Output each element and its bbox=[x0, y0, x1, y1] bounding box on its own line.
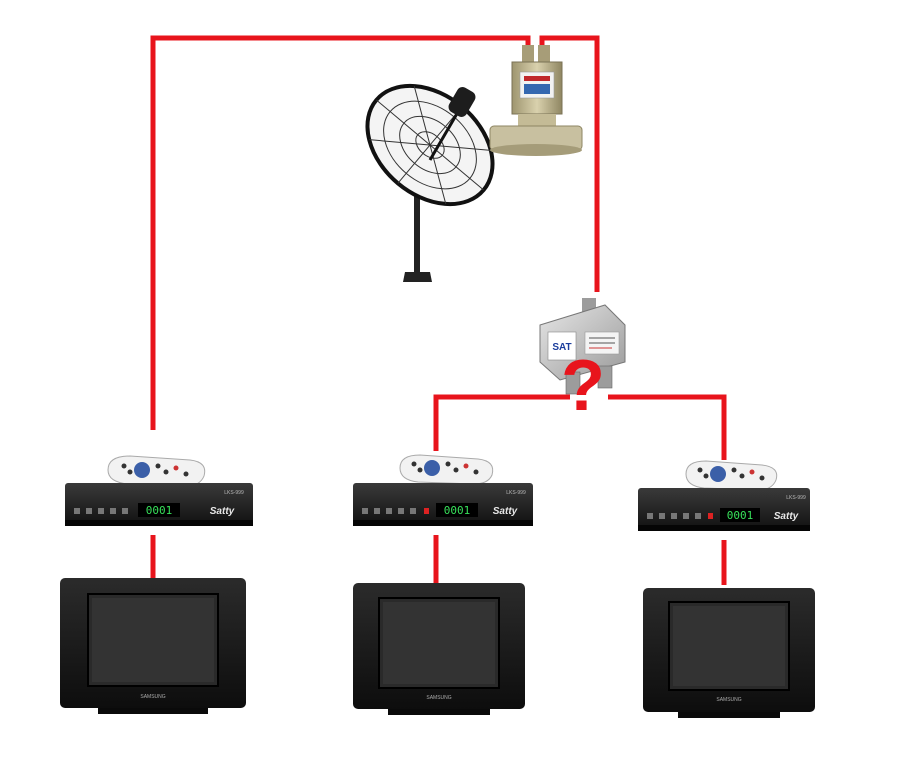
receiver-display: 0001 bbox=[146, 504, 173, 517]
receiver-icon: 0001 Satty LKS-999 bbox=[353, 483, 533, 526]
receiver-icon: 0001 Satty LKS-999 bbox=[65, 483, 253, 526]
lnb-icon bbox=[489, 45, 583, 156]
cable-splitter-to-receiver-3 bbox=[608, 394, 727, 460]
tv-2: SAMSUNG bbox=[353, 583, 525, 715]
cable-splitter-to-receiver-2 bbox=[433, 394, 570, 451]
tv-brand: SAMSUNG bbox=[716, 697, 741, 703]
receiver-model: LKS-999 bbox=[786, 495, 806, 501]
tv-3: SAMSUNG bbox=[643, 588, 815, 718]
receiver-brand: Satty bbox=[210, 506, 235, 517]
receiver-display: 0001 bbox=[444, 504, 471, 517]
receiver-brand: Satty bbox=[493, 506, 518, 517]
tv-brand: SAMSUNG bbox=[426, 695, 451, 701]
receiver-display: 0001 bbox=[727, 509, 754, 522]
receiver-icon: 0001 Satty LKS-999 bbox=[638, 488, 810, 531]
tv-1: SAMSUNG bbox=[60, 578, 246, 714]
receiver-2: 0001 Satty LKS-999 bbox=[353, 454, 533, 526]
splitter-question-mark: ? bbox=[561, 346, 605, 426]
remote-control-icon bbox=[107, 455, 206, 487]
splitter-logo: SAT bbox=[552, 342, 571, 353]
remote-control-icon bbox=[399, 454, 494, 485]
receiver-1: 0001 Satty LKS-999 bbox=[65, 455, 253, 526]
receiver-brand: Satty bbox=[774, 511, 799, 522]
tv-icon: SAMSUNG bbox=[60, 578, 246, 714]
tv-icon: SAMSUNG bbox=[643, 588, 815, 718]
satellite-dish-icon bbox=[365, 83, 495, 282]
remote-control-icon bbox=[685, 460, 778, 491]
receiver-3: 0001 Satty LKS-999 bbox=[638, 460, 810, 531]
tv-icon: SAMSUNG bbox=[353, 583, 525, 715]
receiver-model: LKS-999 bbox=[224, 490, 244, 496]
splitter-icon: SAT ? bbox=[539, 298, 626, 426]
receiver-model: LKS-999 bbox=[506, 490, 526, 496]
tv-brand: SAMSUNG bbox=[140, 694, 165, 700]
